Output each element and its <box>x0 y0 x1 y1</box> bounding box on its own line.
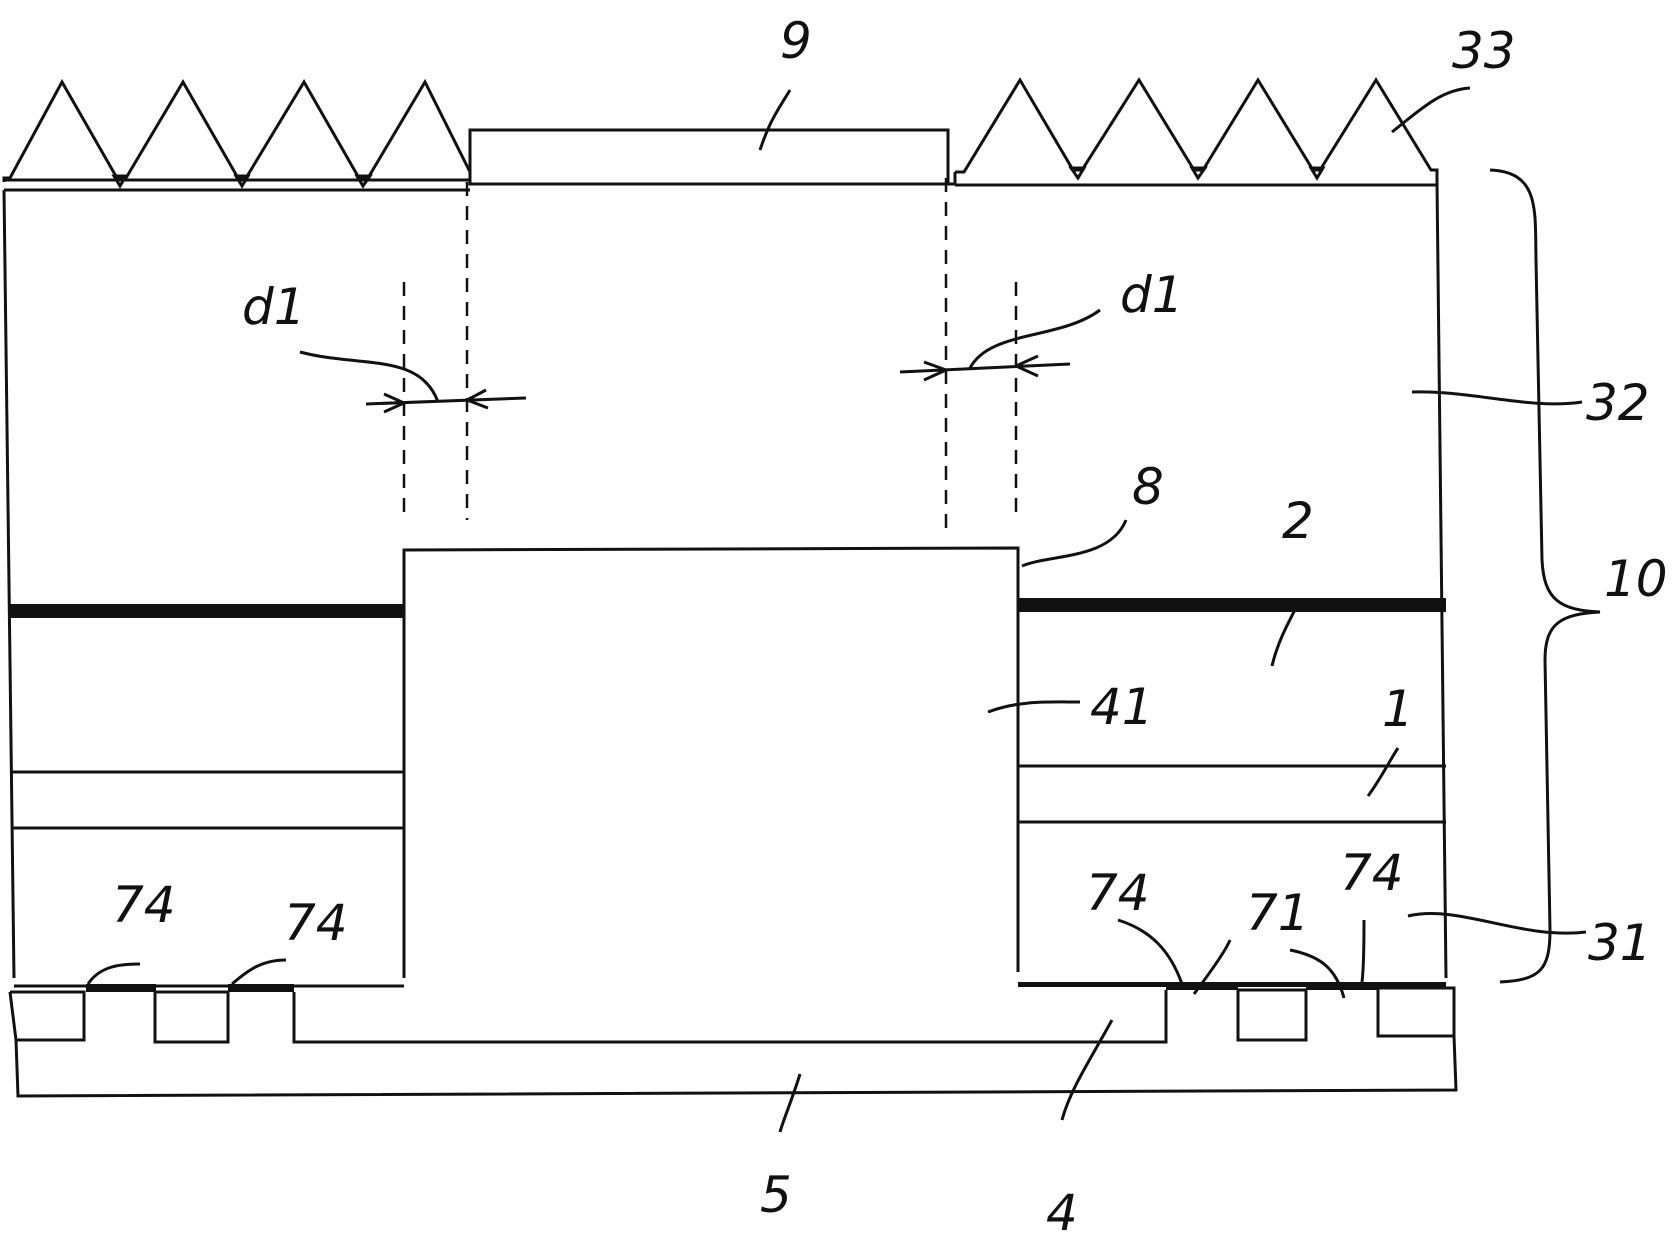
layer-4-main <box>294 990 1166 1042</box>
leader-4 <box>1062 1020 1112 1120</box>
layer-4-outline <box>10 992 84 1040</box>
layer-32-right-edge <box>1437 182 1446 978</box>
label-1: 1 <box>1382 680 1414 738</box>
label-74-a: 74 <box>112 876 176 934</box>
pyramids-33-left <box>4 82 470 182</box>
d1-left-leader <box>300 352 438 402</box>
d1-right-arrow-line <box>900 364 1070 372</box>
label-d1-left: d1 <box>242 278 306 336</box>
active-layer-left <box>10 604 404 618</box>
leader-9 <box>760 90 790 150</box>
label-2: 2 <box>1282 492 1314 550</box>
layer-32-top-gap <box>470 172 955 184</box>
carrier-5 <box>16 1036 1456 1096</box>
label-74-d: 74 <box>1340 844 1404 902</box>
layer-4-block-right-1 <box>1238 990 1306 1040</box>
label-74-b: 74 <box>284 894 348 952</box>
contact-74-pad-b <box>228 984 294 992</box>
label-32: 32 <box>1586 374 1650 432</box>
label-71: 71 <box>1246 884 1310 942</box>
label-74-c: 74 <box>1086 864 1150 922</box>
pyramid-gap-6 <box>1311 168 1323 178</box>
pyramid-gap-5 <box>1192 168 1205 178</box>
leader-74-c <box>1118 920 1182 984</box>
label-5: 5 <box>760 1166 792 1224</box>
layer-32-left-edge <box>4 190 14 978</box>
leader-74-a <box>88 964 140 984</box>
leader-74-b <box>232 960 286 984</box>
label-8: 8 <box>1132 458 1164 516</box>
contact-74-pad-c <box>1166 984 1238 990</box>
label-31: 31 <box>1588 914 1652 972</box>
contact-71-pad <box>1306 982 1378 990</box>
leader-1 <box>1368 748 1398 796</box>
label-41: 41 <box>1090 678 1154 736</box>
pyramid-gap-4 <box>1071 168 1084 178</box>
leader-41 <box>988 702 1080 712</box>
d1-left-arrow-line <box>366 398 526 404</box>
label-4: 4 <box>1046 1184 1078 1241</box>
leader-8 <box>1022 520 1126 566</box>
contact-9 <box>470 130 948 184</box>
label-d1-right: d1 <box>1120 266 1184 324</box>
layer-4-block-left-2 <box>155 992 228 1042</box>
d1-right-leader <box>970 310 1100 368</box>
active-layer-right <box>1018 598 1446 612</box>
leader-5 <box>780 1074 800 1132</box>
layer-4-block-right-2 <box>1378 988 1454 1036</box>
label-9: 9 <box>780 12 812 70</box>
label-33: 33 <box>1452 22 1516 80</box>
leader-74-d <box>1362 920 1364 982</box>
label-10: 10 <box>1604 550 1668 608</box>
leader-31 <box>1408 914 1586 934</box>
leader-32 <box>1412 392 1582 404</box>
mesa-41-outline <box>404 548 1018 978</box>
contact-74-pad-a <box>86 984 156 992</box>
bracket-10 <box>1490 170 1600 982</box>
